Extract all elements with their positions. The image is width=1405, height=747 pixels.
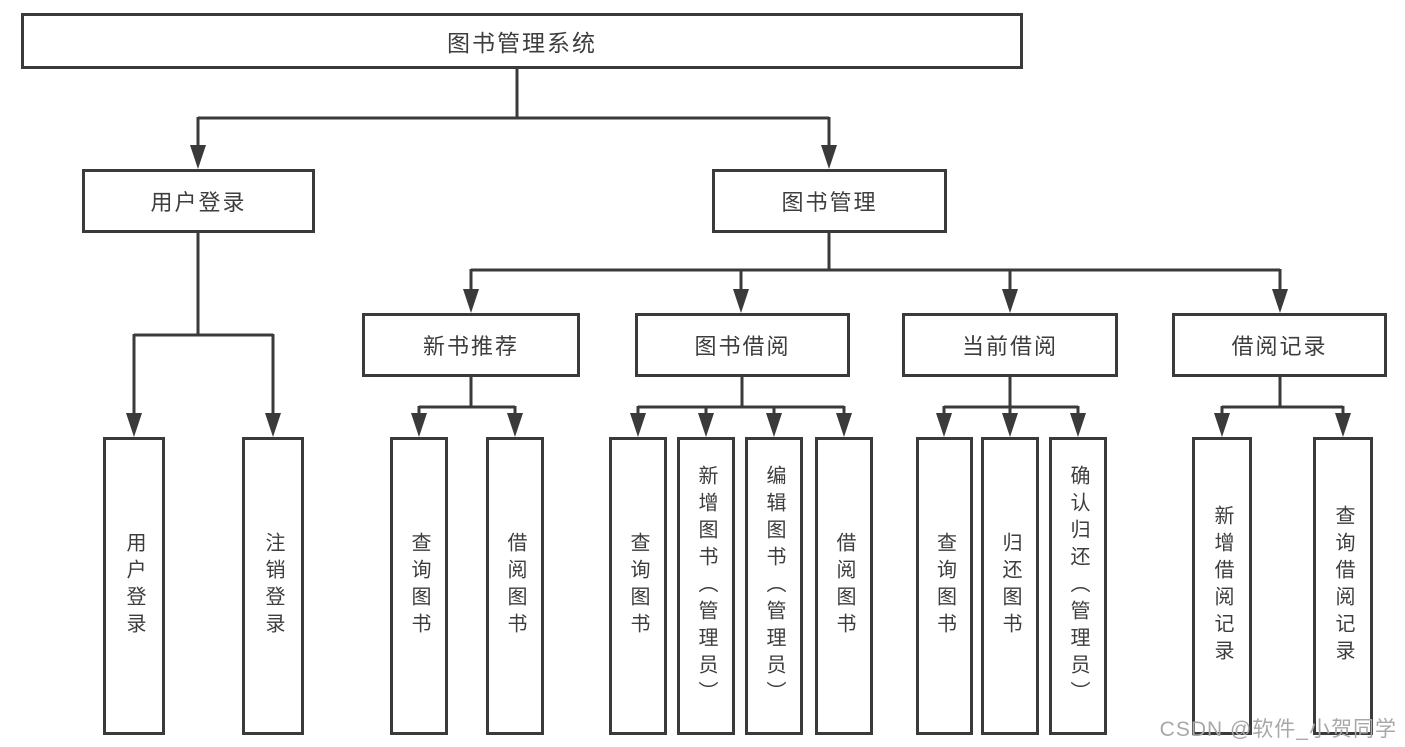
node-label: 当前借阅 xyxy=(961,334,1058,359)
node-label: 新增图书（管理员） xyxy=(695,464,717,708)
node-current-borrow: 当前借阅 xyxy=(902,313,1118,377)
node-new-book-recommend: 新书推荐 xyxy=(362,313,580,377)
leaf-query-borrow-record: 查询借阅记录 xyxy=(1313,437,1373,735)
leaf-add-borrow-record: 新增借阅记录 xyxy=(1192,437,1252,735)
node-label: 查询图书 xyxy=(408,532,430,640)
node-book-management: 图书管理 xyxy=(712,169,947,233)
node-label: 查询图书 xyxy=(627,532,649,640)
node-label: 查询图书 xyxy=(933,532,956,640)
leaf-add-books-admin: 新增图书（管理员） xyxy=(677,437,735,735)
leaf-logout: 注销登录 xyxy=(242,437,304,735)
node-label: 图书管理系统 xyxy=(447,30,597,56)
leaf-query-books-current: 查询图书 xyxy=(916,437,973,735)
node-borrow-records: 借阅记录 xyxy=(1172,313,1387,377)
node-label: 借阅图书 xyxy=(504,532,526,640)
leaf-query-books-recommend: 查询图书 xyxy=(390,437,448,735)
node-label: 查询借阅记录 xyxy=(1332,505,1354,667)
arrowheads xyxy=(126,145,1351,437)
node-user-login: 用户登录 xyxy=(82,169,315,233)
leaf-return-books: 归还图书 xyxy=(981,437,1039,735)
node-label: 用户登录 xyxy=(123,532,145,640)
node-label: 用户登录 xyxy=(150,190,247,215)
leaf-borrow-books: 借阅图书 xyxy=(815,437,873,735)
node-label: 图书管理 xyxy=(781,190,878,215)
node-book-borrow: 图书借阅 xyxy=(635,313,850,377)
node-library-system: 图书管理系统 xyxy=(21,13,1023,69)
node-label: 注销登录 xyxy=(262,532,284,640)
node-label: 归还图书 xyxy=(999,532,1021,640)
node-label: 借阅图书 xyxy=(833,532,855,640)
node-label: 借阅记录 xyxy=(1231,334,1328,359)
csdn-watermark: CSDN @软件_小贺同学 xyxy=(1159,718,1397,741)
node-label: 编辑图书（管理员） xyxy=(763,464,785,708)
node-label: 新书推荐 xyxy=(422,334,519,359)
node-label: 确认归还（管理员） xyxy=(1067,464,1089,708)
node-label: 新增借阅记录 xyxy=(1211,505,1233,667)
leaf-edit-books-admin: 编辑图书（管理员） xyxy=(745,437,803,735)
node-label: 图书借阅 xyxy=(694,334,791,359)
leaf-user-login: 用户登录 xyxy=(103,437,165,735)
leaf-borrow-books-recommend: 借阅图书 xyxy=(486,437,544,735)
leaf-query-books: 查询图书 xyxy=(609,437,667,735)
leaf-confirm-return-admin: 确认归还（管理员） xyxy=(1049,437,1107,735)
